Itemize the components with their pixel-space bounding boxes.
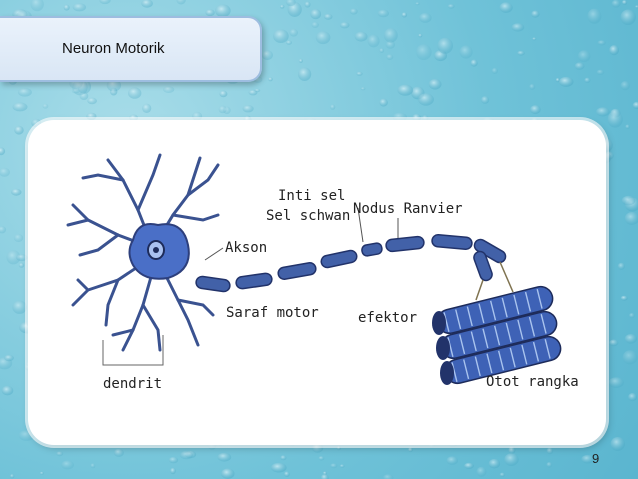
nerve-endings [475, 261, 514, 301]
cell-body [128, 223, 190, 280]
label-akson: Akson [225, 240, 267, 256]
axon-myelin-segments [195, 234, 507, 293]
page-number: 9 [592, 451, 600, 466]
dendrit-bracket [102, 335, 164, 366]
label-sel-schwan: Sel schwan [266, 208, 350, 224]
label-nodus-ranvier: Nodus Ranvier [353, 201, 463, 217]
label-inti-sel: Inti sel [278, 188, 345, 204]
label-otot-rangka: Otot rangka [486, 374, 579, 390]
label-dendrit: dendrit [103, 376, 162, 392]
label-saraf-motor: Saraf motor [226, 305, 319, 321]
slide-title: Neuron Motorik [62, 40, 165, 57]
skeletal-muscle [432, 285, 562, 385]
leader-lines [204, 207, 399, 261]
slide-title-box [0, 16, 262, 82]
label-efektor: efektor [358, 310, 417, 326]
dendrites [66, 153, 220, 352]
motor-neuron-diagram: Inti sel Sel schwan Nodus Ranvier Akson … [66, 153, 579, 392]
diagram-panel: Inti sel Sel schwan Nodus Ranvier Akson … [28, 120, 606, 445]
